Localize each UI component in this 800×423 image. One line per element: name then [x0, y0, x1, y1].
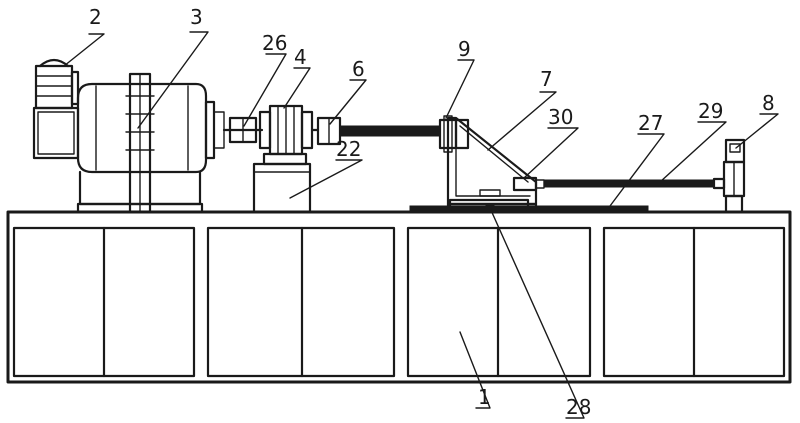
slider-30 — [512, 176, 545, 192]
base-frame — [6, 210, 792, 384]
label-8: 8 — [762, 91, 775, 115]
label-29: 29 — [698, 99, 723, 123]
label-6: 6 — [352, 57, 365, 81]
servo-motor — [722, 138, 746, 214]
coupling-26 — [222, 116, 264, 144]
bearing-9 — [438, 115, 470, 153]
label-1: 1 — [478, 385, 491, 409]
label-7: 7 — [540, 67, 553, 91]
part-labels: 2 3 26 4 6 9 7 30 27 29 8 22 1 28 — [89, 5, 775, 419]
tank — [76, 72, 225, 214]
label-9: 9 — [458, 37, 471, 61]
label-30: 30 — [548, 105, 573, 129]
label-22: 22 — [336, 137, 361, 161]
label-2: 2 — [89, 5, 102, 29]
drive-screw — [543, 177, 726, 190]
bracket-7 — [446, 116, 538, 212]
sensor-stand — [252, 162, 312, 214]
label-26: 26 — [262, 31, 287, 55]
motor — [32, 58, 80, 160]
label-3: 3 — [190, 5, 203, 29]
torque-sensor — [258, 104, 314, 166]
leader-lines — [63, 31, 779, 419]
label-4: 4 — [294, 45, 307, 69]
label-27: 27 — [638, 111, 663, 135]
screw-rod — [339, 125, 441, 137]
label-28: 28 — [566, 395, 591, 419]
